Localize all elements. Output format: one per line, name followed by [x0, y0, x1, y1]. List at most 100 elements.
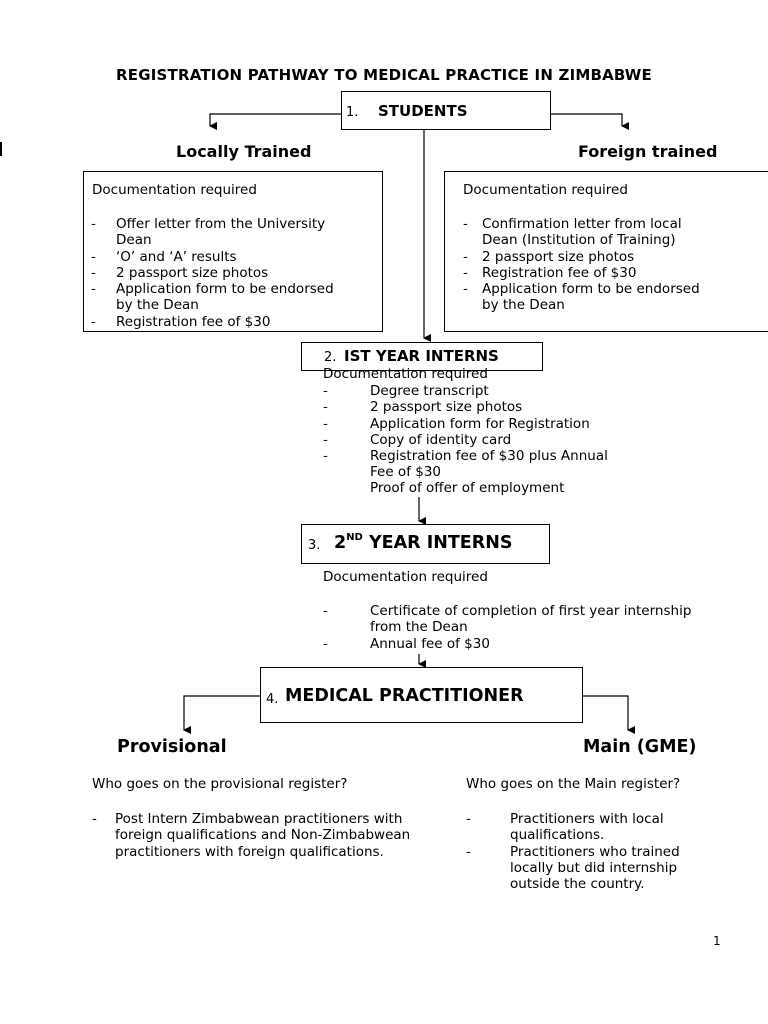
list-item: - ‘O’ and ‘A’ results	[91, 249, 376, 265]
foreign-trained-doc-heading: Documentation required	[463, 182, 628, 198]
medical-practitioner-box: 4. MEDICAL PRACTITIONER	[260, 667, 583, 723]
list-item-dash: -	[323, 431, 328, 448]
list-item-continuation: by the Dean	[116, 297, 199, 314]
locally-trained-heading: Locally Trained	[176, 142, 312, 161]
list-item-text: Application form to be endorsed	[482, 281, 700, 298]
left-edge-mark	[0, 142, 2, 156]
list-item-dash: -	[463, 264, 468, 281]
provisional-heading: Provisional	[117, 737, 227, 757]
provisional-question: Who goes on the provisional register?	[92, 776, 348, 792]
list-item: -2 passport size photos	[463, 249, 763, 265]
second-year-requirements: - Certificate of completion of first year…	[323, 603, 763, 652]
list-item-text: Annual fee of $30	[370, 635, 490, 652]
foreign-trained-box: Documentation required -Confirmation let…	[444, 171, 768, 332]
first-year-label: IST YEAR INTERNS	[344, 347, 499, 365]
second-year-label-text: YEAR INTERNS	[368, 533, 513, 553]
list-item-line: Practitioners with local	[510, 811, 664, 827]
list-item-dash: -	[91, 264, 96, 281]
list-item-line: qualifications.	[510, 827, 605, 844]
list-item-line: foreign qualifications and Non-Zimbabwea…	[115, 827, 411, 844]
list-item-dash: -	[323, 415, 328, 432]
list-item-dash: -	[323, 383, 328, 399]
arrow-to-main	[582, 695, 635, 734]
list-item-continuation: Dean	[116, 232, 152, 249]
second-year-label-ordinal: 2	[334, 533, 347, 553]
list-item-dash: -	[466, 811, 471, 827]
practitioner-label: MEDICAL PRACTITIONER	[285, 686, 524, 706]
first-year-interns-box: 2. IST YEAR INTERNS	[301, 342, 543, 371]
list-item-dash: -	[323, 399, 328, 416]
page-title: REGISTRATION PATHWAY TO MEDICAL PRACTICE…	[116, 66, 652, 84]
first-year-extra: Proof of offer of employment	[370, 480, 565, 496]
list-item-text: Application form to be endorsed	[116, 281, 334, 298]
second-year-label-sup: ND	[346, 532, 363, 543]
list-item-continuation: Dean (Institution of Training)	[482, 232, 676, 249]
arrow-to-locally-trained	[209, 113, 341, 130]
list-item-text: Application form for Registration	[370, 415, 590, 432]
list-item-dash: -	[91, 281, 96, 298]
list-item-text: Certificate of completion of first year …	[370, 603, 692, 619]
list-item: -Registration fee of $30	[463, 265, 763, 281]
locally-trained-box: Documentation required - Offer letter fro…	[83, 171, 383, 332]
main-register-question: Who goes on the Main register?	[466, 776, 681, 792]
locally-trained-doc-heading: Documentation required	[92, 182, 257, 198]
list-item: -Registration fee of $30	[91, 314, 376, 330]
list-item-line: outside the country.	[510, 876, 645, 893]
list-item-text: ‘O’ and ‘A’ results	[116, 248, 237, 265]
list-item-line: practitioners with foreign qualification…	[115, 843, 384, 860]
list-item-text: 2 passport size photos	[116, 264, 269, 281]
list-item-dash: -	[323, 603, 328, 619]
list-item-text: Offer letter from the University	[116, 216, 326, 232]
list-item: - Certificate of completion of first year…	[323, 603, 763, 636]
list-item: - Post Intern Zimbabwean practitioners wi…	[92, 811, 452, 860]
list-item-continuation: from the Dean	[370, 619, 468, 636]
list-item-dash: -	[323, 448, 328, 465]
second-year-interns-box: 3. 2ND YEAR INTERNS	[301, 524, 550, 564]
first-year-number: 2.	[324, 350, 337, 365]
list-item-text: Copy of identity card	[370, 431, 512, 448]
list-item: - Degree transcript	[323, 383, 723, 399]
page-number: 1	[713, 934, 721, 948]
list-item-dash: -	[91, 313, 96, 330]
list-item-dash: -	[92, 811, 97, 827]
list-item: - 2 passport size photos	[323, 399, 723, 415]
list-item-text: Degree transcript	[370, 383, 489, 399]
students-number: 1.	[346, 105, 359, 120]
provisional-criteria: - Post Intern Zimbabwean practitioners wi…	[92, 811, 452, 860]
list-item-dash: -	[466, 843, 471, 860]
list-item-text: Registration fee of $30 plus Annual	[370, 448, 608, 465]
list-item-dash: -	[323, 635, 328, 652]
list-item-text: 2 passport size photos	[482, 248, 635, 265]
list-item: - Annual fee of $30	[323, 636, 763, 652]
list-item-dash: -	[91, 248, 96, 265]
list-item-dash: -	[91, 216, 96, 232]
second-year-doc-heading: Documentation required	[323, 569, 488, 585]
arrow-to-provisional	[183, 695, 261, 734]
students-label: STUDENTS	[378, 102, 468, 120]
list-item: - Copy of identity card	[323, 432, 723, 448]
list-item-dash: -	[463, 248, 468, 265]
list-item-text: Confirmation letter from local	[482, 216, 682, 232]
main-register-heading: Main (GME)	[583, 737, 697, 757]
list-item-text: 2 passport size photos	[370, 399, 523, 416]
second-year-number: 3.	[308, 538, 321, 553]
list-item-continuation: Fee of $30	[370, 464, 442, 481]
first-year-requirements: - Degree transcript - 2 passport size photo…	[323, 383, 723, 481]
list-item-continuation: by the Dean	[482, 297, 565, 314]
students-box: 1. STUDENTS	[341, 91, 551, 130]
list-item: - Application form for Registration	[323, 416, 723, 432]
list-item-line: Practitioners who trained	[510, 843, 680, 860]
arrow-to-foreign-trained	[551, 113, 629, 130]
list-item-line: Post Intern Zimbabwean practitioners wit…	[115, 811, 403, 827]
second-year-label: 2ND YEAR INTERNS	[334, 532, 512, 553]
